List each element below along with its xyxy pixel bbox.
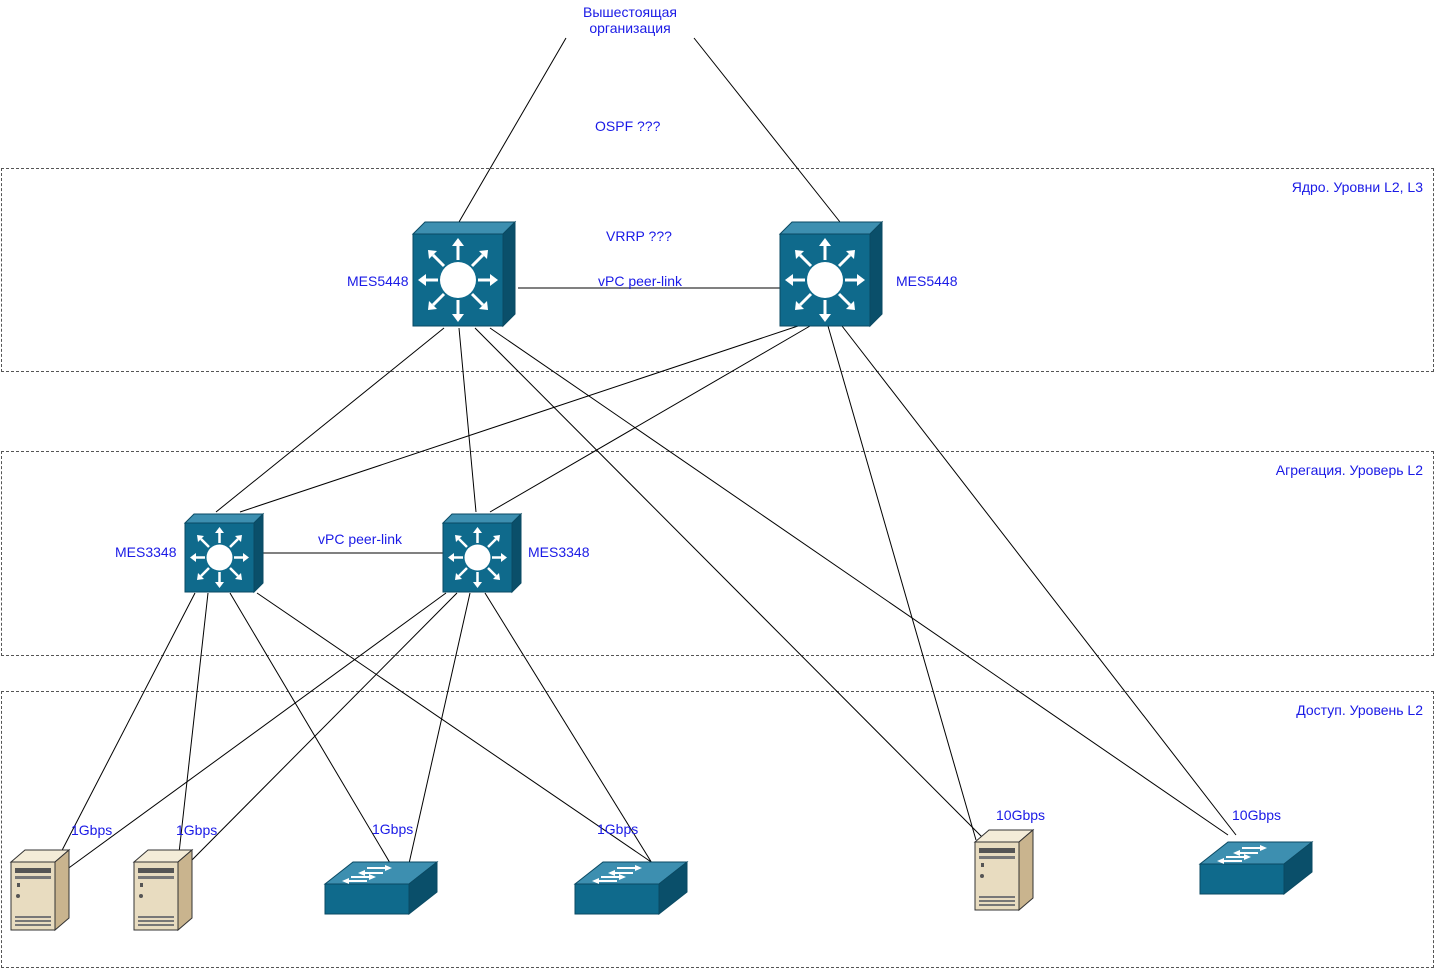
core-zone: Ядро. Уровни L2, L3 — [1, 168, 1434, 372]
agg-peer-link-label: vPC peer-link — [318, 531, 403, 547]
vrrp-label: VRRP ??? — [606, 228, 672, 244]
access-switch-1-icon[interactable] — [324, 861, 438, 915]
core-switch-1-label: MES5448 — [347, 273, 409, 289]
server-3-icon[interactable] — [974, 829, 1034, 911]
core-links — [215, 325, 1237, 841]
upper-organization-line1: Вышестоящая — [583, 4, 677, 20]
agg-switch-1-label: MES3348 — [115, 544, 177, 560]
switch-2-link-label: 1Gbps — [597, 821, 639, 837]
server-1-icon[interactable] — [10, 849, 70, 931]
core-switch-2-label: MES5448 — [896, 273, 958, 289]
access-zone: Доступ. Уровень L2 — [1, 691, 1434, 968]
core-peer-link-label: vPC peer-link — [598, 273, 683, 289]
core-zone-label: Ядро. Уровни L2, L3 — [1291, 179, 1423, 195]
server-3-link-label: 10Gbps — [996, 807, 1046, 823]
server-2-link-label: 1Gbps — [176, 822, 218, 838]
aggregation-zone-label: Агрегация. Уроверь L2 — [1275, 462, 1423, 478]
core-switch-1-icon[interactable] — [411, 220, 517, 328]
upper-organization-label: Вышестоящая организация — [560, 4, 700, 36]
access-switch-2-icon[interactable] — [574, 861, 688, 915]
upper-organization-line2: организация — [589, 20, 671, 36]
agg-switch-2-icon[interactable] — [441, 512, 523, 594]
ospf-label: OSPF ??? — [595, 118, 661, 134]
switch-1-link-label: 1Gbps — [372, 821, 414, 837]
server-1-link-label: 1Gbps — [71, 822, 113, 838]
uplink-lines — [458, 37, 841, 223]
agg-switch-1-icon[interactable] — [183, 512, 265, 594]
core-switch-2-icon[interactable] — [778, 220, 884, 328]
server-2-icon[interactable] — [133, 849, 193, 931]
agg-links — [55, 592, 661, 871]
agg-switch-2-label: MES3348 — [528, 544, 590, 560]
aggregation-zone: Агрегация. Уроверь L2 — [1, 451, 1434, 656]
access-zone-label: Доступ. Уровень L2 — [1296, 702, 1423, 718]
switch-3-link-label: 10Gbps — [1232, 807, 1282, 823]
access-switch-3-icon[interactable] — [1199, 841, 1313, 895]
